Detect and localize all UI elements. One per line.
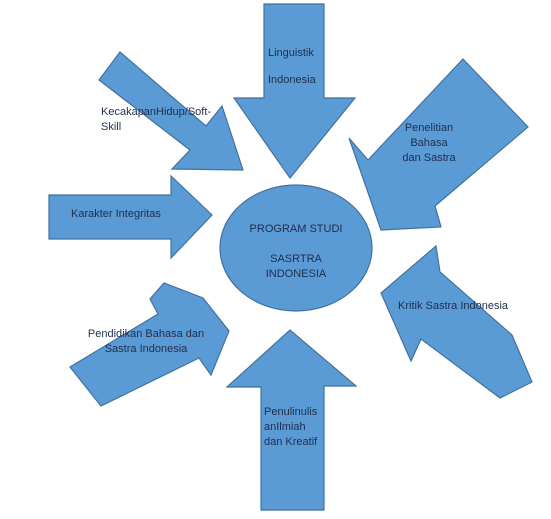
label-top-right-arrow: Penelitian Bahasa dan Sastra [392, 121, 466, 166]
label-top-right-line-2: Bahasa [410, 137, 448, 149]
label-bottom-left-line-2: Sastra Indonesia [104, 343, 188, 355]
arrow-top-linguistik [232, 3, 357, 179]
label-bottom-left-line-1: Pendidikan Bahasa dan [87, 328, 205, 340]
arrow-left-karakter [48, 174, 213, 260]
label-top-arrow: Linguistik Indonesia [268, 46, 316, 88]
center-line-2: SASRTRA [270, 253, 322, 265]
arrow-top-left-kecakapan [98, 51, 244, 171]
arrow-bottom-penulisan [225, 329, 358, 511]
label-right-arrow: Kritik Sastra Indonesia [398, 299, 508, 314]
label-bottom-arrow: Penulinulis anIlmiah dan Kreatif [264, 405, 317, 450]
label-top-right-line-1: Penelitian [404, 122, 454, 134]
label-bottom-line-3: dan Kreatif [264, 436, 318, 448]
arrow-right-kritik [380, 244, 533, 399]
label-left-line-1: Karakter Integritas [71, 208, 161, 220]
center-ellipse [219, 184, 373, 312]
label-bottom-line-2: anIlmiah [264, 421, 306, 433]
arrow-top-right-penelitian [348, 58, 529, 231]
label-right-line-1: Kritik Sastra Indonesia [398, 300, 509, 312]
center-line-1: PROGRAM STUDI [249, 223, 343, 235]
center-line-3: INDONESIA [265, 268, 327, 280]
label-top-right-line-3: dan Sastra [402, 152, 456, 164]
label-bottom-left-arrow: Pendidikan Bahasa dan Sastra Indonesia [80, 327, 212, 357]
label-top-left-arrow: KecakapanHidup/Soft- Skill [101, 105, 211, 135]
label-top-left-line-1: KecakapanHidup/Soft- [101, 106, 212, 118]
label-top-left-line-2: Skill [101, 121, 122, 133]
label-top-line-2: Indonesia [268, 74, 316, 86]
arrow-bottom-left-pendidikan [69, 282, 230, 407]
center-label: PROGRAM STUDI SASRTRA INDONESIA [236, 222, 356, 282]
label-top-line-1: Linguistik [268, 47, 314, 59]
label-bottom-line-1: Penulinulis [264, 406, 318, 418]
label-left-arrow: Karakter Integritas [71, 207, 161, 222]
